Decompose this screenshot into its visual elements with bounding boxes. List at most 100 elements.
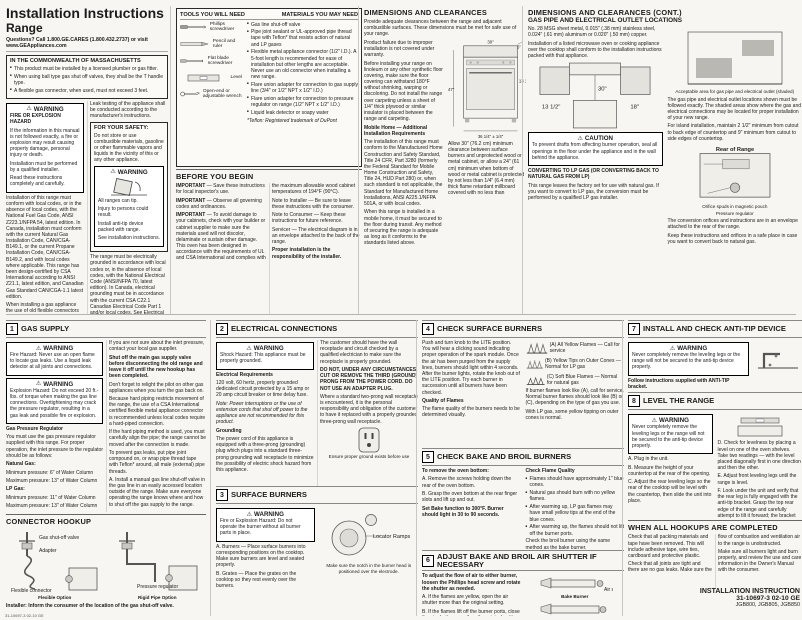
dimensions-cont-column: DIMENSIONS AND CLEARANCES (CONT.) GAS PI… xyxy=(522,6,802,314)
shock-hazard-warning: ⚠WARNING Shock Hazard: This appliance mu… xyxy=(216,342,314,370)
grounded-outlet-icon xyxy=(358,427,380,453)
ground-prong-warning: DO NOT, UNDER ANY CIRCUMSTANCES, CUT OR … xyxy=(320,366,418,392)
material-item: Flare union adapter for connection to pr… xyxy=(247,96,358,108)
hard-piping-p1: Because hard piping restricts movement o… xyxy=(109,396,206,427)
important-note: IMPORTANT — To avoid damage to your cabi… xyxy=(176,183,362,262)
burner-warning: ⚠WARNING Fire or Explosion Hazard: Do no… xyxy=(216,508,315,542)
before-you-begin-flow: IMPORTANT — Save these instructions for … xyxy=(176,183,362,314)
massachusetts-title: IN THE COMMONWEALTH OF MASSACHUSETTS xyxy=(10,58,141,65)
electrical-note: Note: Power interruptions or the use of … xyxy=(216,400,308,426)
dimensions-intro: Provide adequate clearances between the … xyxy=(364,19,517,38)
flame-row: (A) All Yellow Flames — Call for service xyxy=(526,340,625,356)
outlet-area-caption: Acceptable area for gas pipe and electri… xyxy=(675,89,795,94)
grounding-p2: The customer should have the wall recept… xyxy=(320,340,402,365)
air-shutter-body: To adjust the flow of air to either burn… xyxy=(422,573,624,616)
fire-warning-box: ⚠ WARNING FIRE OR EXPLOSION HAZARD If th… xyxy=(6,102,84,193)
tool-label: Phillips screwdriver xyxy=(209,21,235,33)
section-divider xyxy=(6,314,796,315)
check-bake-broil-body: To remove the oven bottom: A. Remove the… xyxy=(422,468,624,550)
anti-tip-warning: ⚠WARNING Never completely remove the lev… xyxy=(628,342,749,376)
installer-responsibility: Proper installation is the responsibilit… xyxy=(272,247,342,260)
hard-piping-p2: If the hard piping method is used, you m… xyxy=(109,429,206,448)
tools-materials-row: Phillips screwdriver Pencil and ruler Fl… xyxy=(180,22,358,126)
level-step-b: B. Measure the height of your countertop… xyxy=(628,464,711,477)
list-item: This product must be installed by a lice… xyxy=(10,66,164,72)
publication-footer: INSTALLATION INSTRUCTION 31-10697-3 02-1… xyxy=(700,588,800,608)
check-bake-broil-header: 5 CHECK BAKE AND BROIL BURNERS xyxy=(422,448,624,466)
warning-icon: ⚠ xyxy=(669,345,676,352)
cabinet-clearance-diagram: 30" 13 1/2" 18" xyxy=(539,63,651,129)
teflon-footnote: *Teflon: Registered trademark of DuPont xyxy=(247,117,337,124)
height-label: 47" xyxy=(448,87,455,92)
anti-tip-warning-text: Never completely remove the leveling leg… xyxy=(632,352,741,371)
warning-label: WARNING xyxy=(658,417,689,425)
lp-gas-min: Minimum pressure: 11" of Water Column xyxy=(6,494,96,501)
surface-burners-text: ⚠WARNING Fire or Explosion Hazard: Do no… xyxy=(216,506,315,591)
completed-p2: Check that all joints are tight and ther… xyxy=(628,534,800,574)
flame-a-label: (A) All Yellow Flames — Call for service xyxy=(549,341,620,354)
warning-header: ⚠ WARNING xyxy=(98,169,160,176)
explosion-hazard-warning: ⚠WARNING Explosion Hazard: Do not exceed… xyxy=(6,377,103,424)
shutoff-valve-label: Gas shut-off valve xyxy=(39,535,79,541)
gas-pipe-subtitle: GAS PIPE AND ELECTRICAL OUTLET LOCATIONS xyxy=(528,17,682,24)
check-surface-body: Push and turn knob to the LITE position.… xyxy=(422,340,624,448)
install-notes: Product failure due to improper installa… xyxy=(364,40,443,249)
tipping-range-icon xyxy=(111,177,147,196)
gas-supply-header: 1 GAS SUPPLY xyxy=(6,320,206,338)
shutter-step-a: A. If the flames are yellow, open the ai… xyxy=(422,594,509,607)
caution-header: ⚠ CAUTION xyxy=(532,135,659,142)
range-diagram-area: 30" 47" 25" 36 1/4" ± 1/4" 13 1/2" xyxy=(448,40,526,249)
electrical-column: 2 ELECTRICAL CONNECTIONS ⚠WARNING Shock … xyxy=(210,320,418,616)
dimensions-column: DIMENSIONS AND CLEARANCES Provide adequa… xyxy=(358,6,526,314)
check-quality-title: Check Flame Quality xyxy=(525,468,575,474)
safety-title: FOR YOUR SAFETY: xyxy=(94,125,149,132)
electrical-header: 2 ELECTRICAL CONNECTIONS xyxy=(216,320,418,338)
step-number: 6 xyxy=(422,554,434,567)
installer-note: Installer: Inform the consumer of the lo… xyxy=(6,602,174,609)
surface-burners-body: ⚠WARNING Fire or Explosion Hazard: Do no… xyxy=(216,506,418,591)
check-broil-note: Check the broil burner using the same me… xyxy=(525,538,611,550)
mobile-home-p1: The installation of this range must conf… xyxy=(364,139,443,207)
flat-screwdriver-icon xyxy=(180,59,203,63)
flame-row: (C) Soft Blue Flames — Normal for natura… xyxy=(526,372,625,388)
tools-box: TOOLS YOU WILL NEED MATERIALS YOU MAY NE… xyxy=(176,8,362,167)
tip-line: All ranges can tip. xyxy=(98,197,138,204)
level-step-e: E. Adjust front leveling legs until the … xyxy=(717,473,797,486)
fire-warning-p3: Read these instructions completely and c… xyxy=(10,175,65,188)
shutter-step-b: B. If the flames lift off the burner por… xyxy=(422,608,520,616)
connector-note: When installing a gas appliance the use … xyxy=(6,302,79,314)
list-item: A flexible gas connector, when used, mus… xyxy=(10,88,164,94)
rear-of-range-diagram: Rear of Range xyxy=(699,147,771,198)
tip-line: Install anti-tip device packed with rang… xyxy=(98,220,144,233)
grounding-p3: Where a standard two-prong wall receptac… xyxy=(320,393,418,425)
level-range-title: LEVEL THE RANGE xyxy=(643,396,715,406)
hookups-completed-title: WHEN ALL HOOKUPS ARE COMPLETED xyxy=(628,520,802,532)
gas-supply-text: ⚠WARNING Fire Hazard: Never use an open … xyxy=(6,340,206,512)
tool-item: Open-end or adjustable wrench xyxy=(180,89,242,100)
rigid-option-figure: Pressure regulator Rigid Pipe Option xyxy=(109,530,207,601)
caution-text: To prevent drafts from affecting burner … xyxy=(532,142,658,161)
important-label: IMPORTANT xyxy=(176,183,206,189)
wrench-icon xyxy=(180,91,200,97)
important-text: — Observe all governing codes and ordina… xyxy=(176,197,262,210)
corner-part-number: 31-10697-3 02-10 GE xyxy=(5,613,44,618)
warning-icon: ⚠ xyxy=(35,381,42,388)
check-surface-header: 4 CHECK SURFACE BURNERS xyxy=(422,320,624,338)
bake-burner-diagram: Air shutter xyxy=(540,578,613,593)
flame-b-label: (B) Yellow Tips on Outer Cones — Normal … xyxy=(544,357,621,370)
massachusetts-box: IN THE COMMONWEALTH OF MASSACHUSETTS Thi… xyxy=(6,54,168,99)
caution-label: CAUTION xyxy=(584,135,614,143)
floor-note: Before installing your range on linoleum… xyxy=(364,60,443,123)
level-warning: ⚠WARNING Never completely remove the lev… xyxy=(628,414,713,455)
flame-row: (B) Yellow Tips on Outer Cones — Normal … xyxy=(526,356,625,372)
fire-hazard-warning: ⚠WARNING Fire Hazard: Never use an open … xyxy=(6,342,103,376)
dimensions-title: DIMENSIONS AND CLEARANCES xyxy=(364,8,487,17)
burners-step-b: B. Grates — Place the grates on the cook… xyxy=(216,570,297,590)
explosion-hazard-text: Explosion Hazard: Do not exceed 20 ft.-l… xyxy=(10,387,99,419)
warning-label: WARNING xyxy=(677,345,708,352)
location-paragraph: The gas pipe and electrical outlet locat… xyxy=(667,96,802,122)
dimensions-body: Product failure due to improper installa… xyxy=(364,40,526,249)
quality-title: Quality of Flames xyxy=(422,397,464,404)
grounding-p1: The power cord of this appliance is equi… xyxy=(216,436,314,473)
shock-hazard-text: Shock Hazard: This appliance must be pro… xyxy=(220,352,306,365)
